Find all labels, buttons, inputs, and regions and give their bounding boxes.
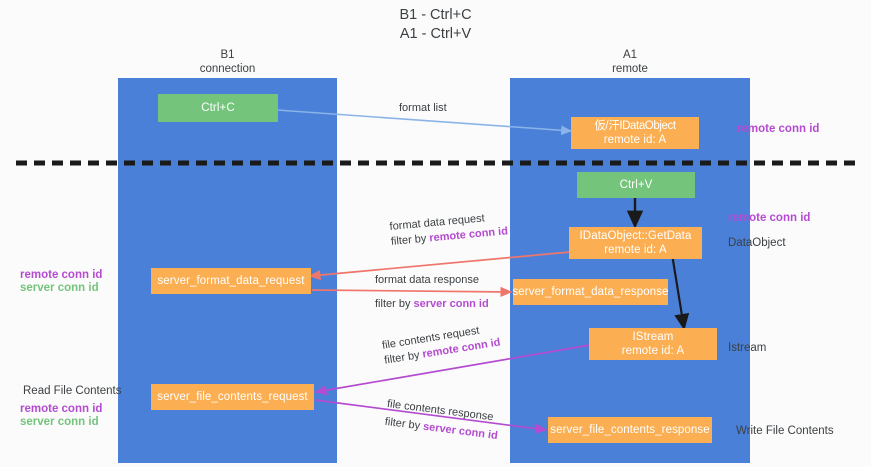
annotation-remote-conn-id-mid: remote conn id <box>728 212 811 224</box>
edge-label-file-contents-response-prefix: filter by <box>384 415 424 433</box>
annotation-read-file-contents: Read File Contents <box>23 385 122 397</box>
annotation-left-server-conn-id-mid: server conn id <box>20 282 99 294</box>
box-idataobject[interactable]: 仮/汗IDataObject remote id: A <box>571 117 699 149</box>
box-server-file-contents-response-label: server_file_contents_response <box>550 424 710 436</box>
box-idataobject-title: 仮/汗IDataObject <box>594 120 676 132</box>
edge-label-format-data-response-line2: filter by server conn id <box>375 297 489 312</box>
edge-label-file-contents-request: file contents request filter by remote c… <box>381 321 502 369</box>
box-server-file-contents-request[interactable]: server_file_contents_request <box>151 384 314 410</box>
edge-label-format-data-response: format data response filter by server co… <box>375 273 489 312</box>
edge-label-format-data-request-prefix: filter by <box>390 232 430 248</box>
annotation-write-file-contents: Write File Contents <box>736 425 834 437</box>
edge-label-format-data-response-key: server conn id <box>413 298 489 310</box>
box-server-file-contents-response[interactable]: server_file_contents_response <box>548 417 712 443</box>
box-getdata-title: IDataObject::GetData <box>579 230 692 242</box>
edge-label-format-data-response-prefix: filter by <box>375 298 414 310</box>
box-server-format-data-response[interactable]: server_format_data_response <box>512 279 669 305</box>
annotation-left-server-conn-id-bottom: server conn id <box>20 416 99 428</box>
box-istream-title: IStream <box>632 331 674 343</box>
edge-label-format-list: format list <box>399 101 447 116</box>
box-idataobject-getdata[interactable]: IDataObject::GetData remote id: A <box>569 227 702 259</box>
box-server-file-contents-request-label: server_file_contents_request <box>157 391 308 403</box>
box-server-format-data-request-label: server_format_data_request <box>157 275 305 287</box>
edge-label-format-list-text: format list <box>399 102 447 114</box>
edge-label-file-contents-response: file contents response filter by server … <box>384 397 501 444</box>
annotation-istream: Istream <box>728 342 767 354</box>
diagram-title: B1 - Ctrl+C A1 - Ctrl+V <box>399 7 472 42</box>
box-ctrl-v[interactable]: Ctrl+V <box>577 172 695 198</box>
box-server-format-data-response-label: server_format_data_response <box>512 286 669 298</box>
box-idataobject-id: remote id: A <box>603 134 667 146</box>
box-ctrl-v-label: Ctrl+V <box>619 179 653 191</box>
annotation-left-remote-conn-id-mid: remote conn id <box>20 269 103 281</box>
edge-label-format-data-response-line1: format data response <box>375 274 479 286</box>
annotation-remote-conn-id-top: remote conn id <box>737 123 820 135</box>
annotation-dataobject: DataObject <box>728 237 786 249</box>
box-istream[interactable]: IStream remote id: A <box>589 328 717 360</box>
box-ctrl-c-label: Ctrl+C <box>201 102 235 114</box>
annotation-left-remote-conn-id-bottom: remote conn id <box>20 403 103 415</box>
box-server-format-data-request[interactable]: server_format_data_request <box>151 268 311 294</box>
lane-heading-a1: A1 remote <box>612 49 648 75</box>
lane-heading-b1: B1 connection <box>199 49 256 75</box>
edge-label-format-data-request: format data request filter by remote con… <box>389 209 509 250</box>
box-istream-id: remote id: A <box>621 345 685 357</box>
box-ctrl-c[interactable]: Ctrl+C <box>158 94 278 122</box>
box-getdata-id: remote id: A <box>604 244 667 256</box>
